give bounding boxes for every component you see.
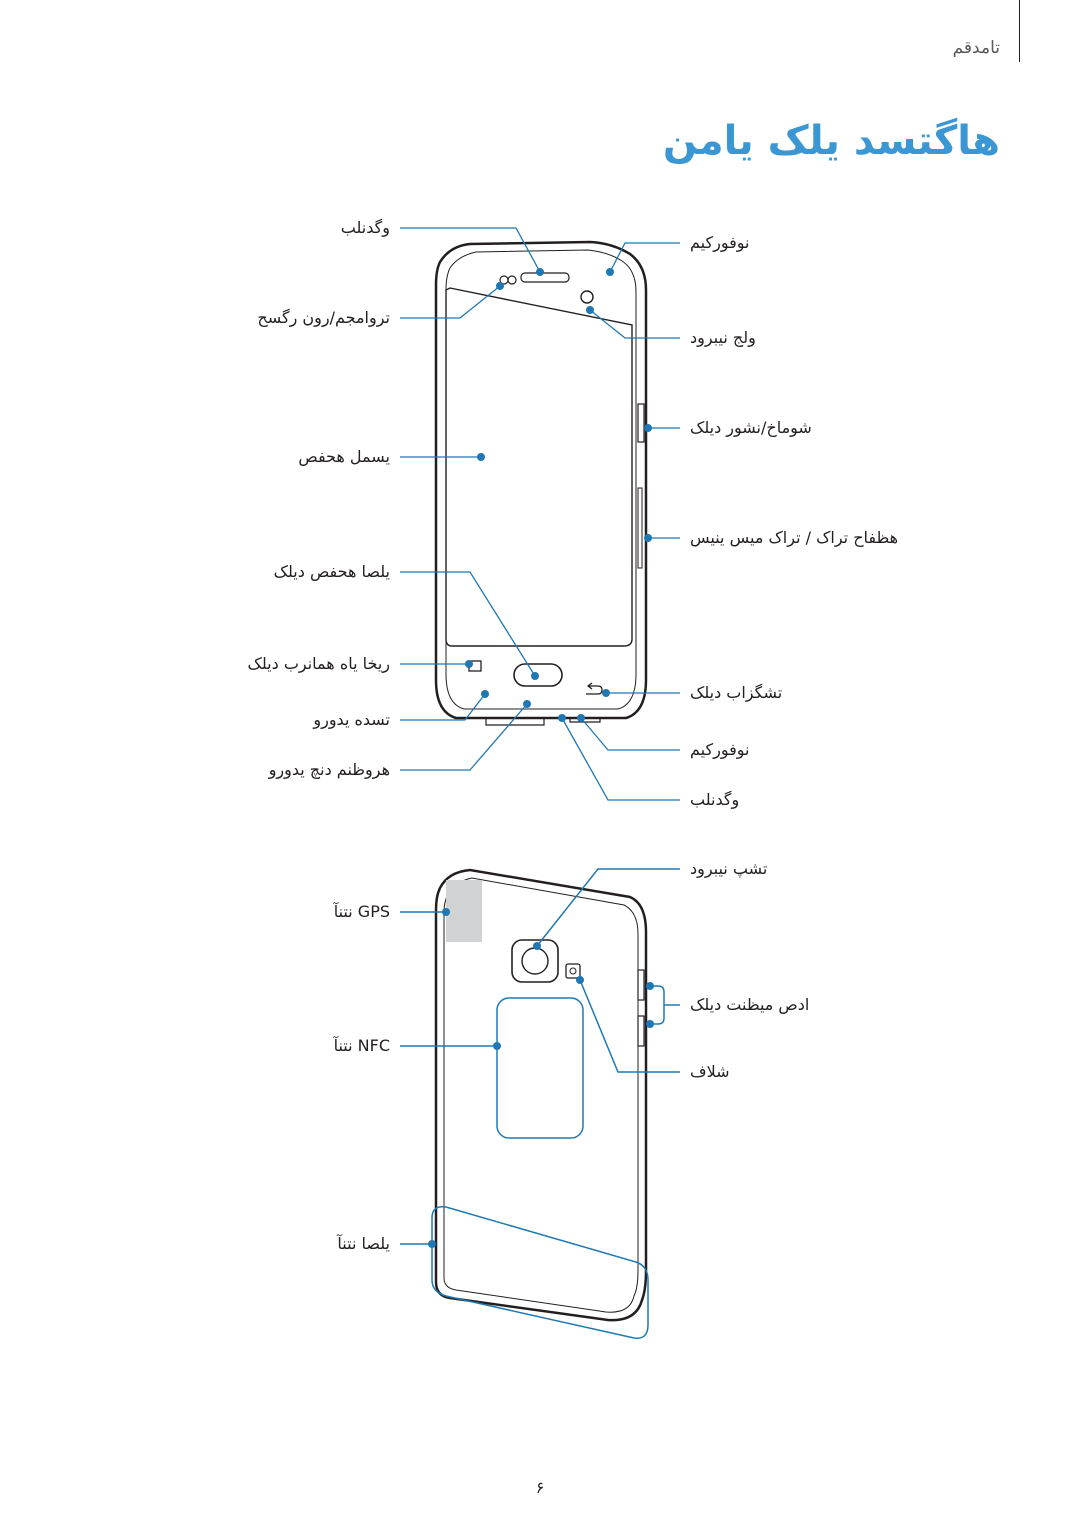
sim-tray-shape: [637, 487, 643, 569]
label-home-key: یلصا هحفص دیلک: [273, 562, 390, 581]
label-microphone-top: نوفورکیم: [690, 233, 750, 252]
label-proximity-light-sensor: تروامجم/رون رگسح: [257, 308, 390, 327]
label-power-key: شوماخ/نشور دیلک: [690, 418, 812, 437]
label-main-antenna: یلصا نتنآ: [337, 1234, 390, 1253]
rear-camera-lens: [521, 947, 549, 975]
gps-antenna-region: [446, 880, 482, 942]
label-nfc-antenna: NFC نتنآ: [333, 1036, 390, 1055]
label-sim-memory-tray: هظفاح تراک / تراک میس ینیس: [690, 528, 899, 547]
label-front-camera: ولج نیبرود: [690, 328, 756, 347]
page-title: هاگتسد یلک یامن: [662, 118, 1000, 164]
leader-lines-front: [400, 227, 680, 801]
label-gps-antenna: GPS نتنآ: [333, 902, 390, 921]
label-speaker-bottom: وگدنلب: [690, 790, 740, 809]
nfc-antenna-outline: [496, 997, 584, 1139]
volume-down-shape: [637, 1015, 645, 1047]
label-headset-jack: تسده یدورو: [313, 710, 390, 729]
label-back-key: تشگزاب دیلک: [690, 683, 783, 702]
leader-lines-back: [400, 868, 680, 1339]
label-volume-key: ادص میظنت دیلک: [690, 995, 810, 1014]
back-key: [586, 682, 603, 695]
label-recent-apps-key: ریخا یاه همانرب دیلک: [247, 654, 390, 673]
front-camera-lens: [580, 290, 594, 304]
volume-up-shape: [637, 969, 645, 1001]
label-microphone-bottom: نوفورکیم: [690, 740, 750, 759]
rear-camera-housing: [511, 939, 559, 983]
power-key-shape: [637, 403, 645, 443]
earpiece-grille: [520, 272, 570, 283]
main-antenna-outline: [431, 1205, 649, 1339]
header-rule: [1019, 0, 1020, 62]
phone-front: [434, 240, 648, 726]
home-key: [513, 663, 563, 687]
proximity-sensor-right: [507, 275, 517, 285]
flash-module: [565, 963, 581, 979]
page-number: ۶: [535, 1478, 545, 1497]
section-label: تامدقم: [952, 38, 1000, 58]
label-speaker-top: وگدنلب: [340, 218, 390, 237]
leader-dots-back: [428, 908, 654, 1248]
label-touch-screen: یسمل هحفص: [298, 447, 390, 466]
label-rear-camera: تشپ نیبرود: [690, 859, 768, 878]
leader-dots-front: [465, 268, 652, 722]
label-multipurpose-jack: هروظنم دنچ یدورو: [268, 760, 390, 779]
label-flash: شلاف: [690, 1062, 730, 1081]
